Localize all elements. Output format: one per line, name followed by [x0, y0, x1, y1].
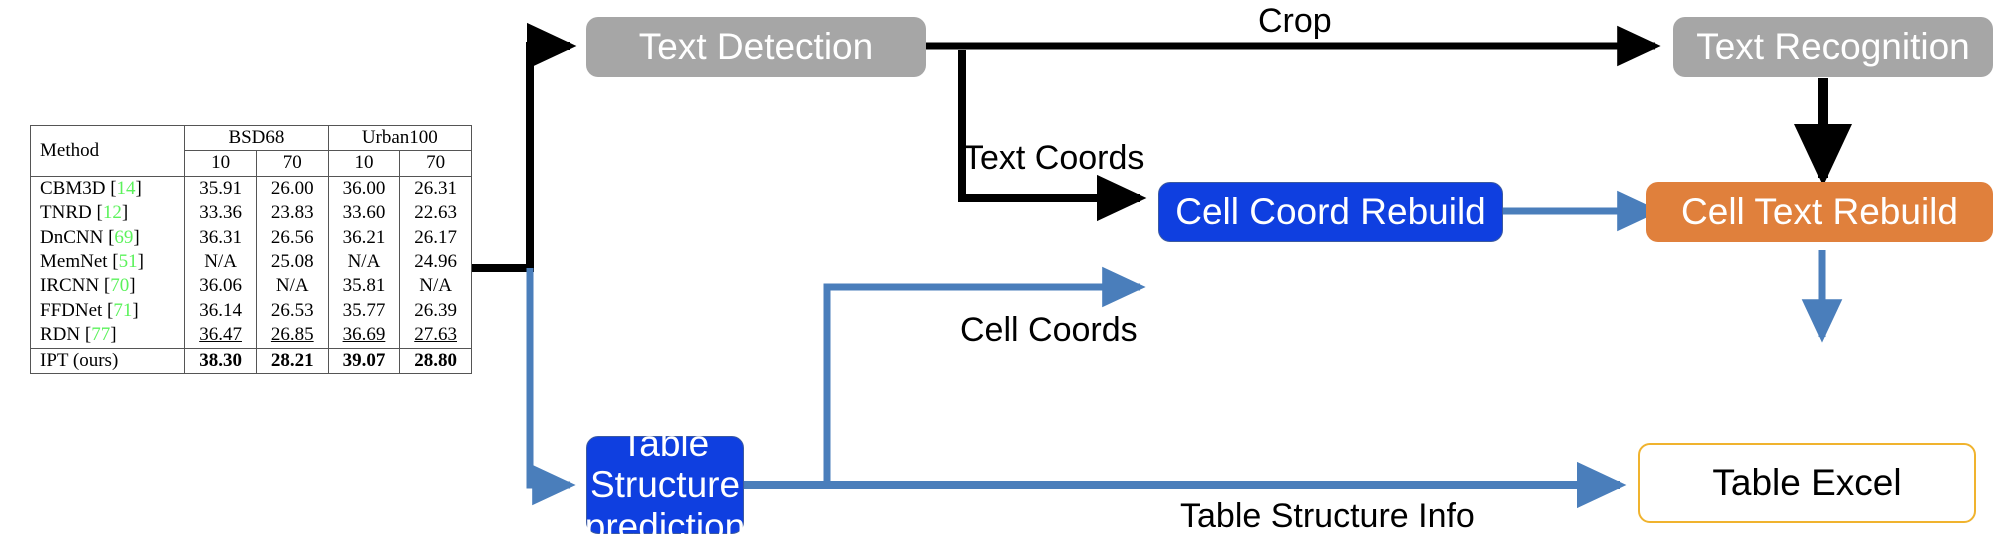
- table-cell-value: 33.36: [184, 201, 257, 226]
- node-table-excel-label: Table Excel: [1712, 462, 1902, 504]
- table-cell-method: TNRD [12]: [29, 201, 185, 226]
- node-text-recognition-label: Text Recognition: [1696, 26, 1970, 68]
- table-header-sigma: 10: [327, 150, 400, 177]
- table-cell-value: 28.80: [399, 348, 472, 375]
- table-cell-value: 36.31: [184, 225, 257, 251]
- table-cell-value: 26.17: [399, 225, 472, 251]
- table-cell-method: CBM3D [14]: [29, 175, 185, 202]
- table-header-group: BSD68: [184, 124, 329, 152]
- table-cell-value: 26.39: [399, 298, 472, 324]
- table-cell-value: 36.14: [184, 298, 257, 324]
- table-cell-value: 28.21: [255, 348, 329, 375]
- table-cell-method: DnCNN [69]: [29, 225, 185, 251]
- node-text-detection[interactable]: Text Detection: [586, 17, 926, 77]
- table-cell-method: RDN [77]: [29, 323, 185, 349]
- table-cell-method: IRCNN [70]: [29, 274, 185, 299]
- table-cell-value: 35.81: [327, 274, 400, 299]
- table-cell-value: 35.91: [184, 175, 257, 202]
- table-header-group: Urban100: [327, 124, 473, 152]
- table-cell-value: 25.08: [255, 250, 329, 275]
- table-cell-value: 36.47: [184, 323, 257, 349]
- node-table-structure-prediction[interactable]: Table Structure prediction: [585, 423, 745, 547]
- wire-table-to-text-detection: [472, 22, 577, 272]
- table-cell-value: 23.83: [255, 201, 329, 226]
- table-cell-value: N/A: [255, 274, 329, 299]
- table-header-method: Method: [29, 125, 185, 177]
- node-cell-text-rebuild[interactable]: Cell Text Rebuild: [1646, 182, 1993, 242]
- table-cell-value: N/A: [327, 250, 400, 275]
- table-cell-value: N/A: [184, 250, 257, 275]
- node-table-structure-prediction-line2: prediction: [584, 505, 746, 547]
- table-cell-value: 35.77: [327, 298, 400, 324]
- table-cell-value: 26.56: [255, 225, 329, 251]
- table-cell-value: 36.69: [327, 323, 400, 349]
- node-cell-text-rebuild-label: Cell Text Rebuild: [1681, 191, 1958, 233]
- table-cell-value: 26.53: [255, 298, 329, 324]
- table-header-sigma: 70: [255, 150, 329, 177]
- table-cell-value: 36.06: [184, 274, 257, 299]
- table-cell-method: IPT (ours): [29, 348, 185, 375]
- table-cell-value: 24.96: [399, 250, 472, 275]
- table-cell-value: 26.85: [255, 323, 329, 349]
- node-table-structure-prediction-line1: Table Structure: [589, 422, 741, 506]
- table-header-sigma: 70: [399, 150, 472, 177]
- table-header-sigma: 10: [184, 150, 257, 177]
- table-cell-value: 36.21: [327, 225, 400, 251]
- table-cell-value: N/A: [399, 274, 472, 299]
- table-cell-method: MemNet [51]: [29, 250, 185, 275]
- node-cell-coord-rebuild[interactable]: Cell Coord Rebuild: [1158, 182, 1503, 242]
- table-cell-value: 39.07: [327, 348, 400, 375]
- table-cell-value: 26.00: [255, 175, 329, 202]
- edge-label-table-structure-info: Table Structure Info: [1180, 497, 1475, 535]
- node-cell-coord-rebuild-label: Cell Coord Rebuild: [1175, 191, 1486, 233]
- node-table-excel[interactable]: Table Excel: [1638, 443, 1976, 523]
- table-cell-value: 33.60: [327, 201, 400, 226]
- wire-table-to-structure-prediction: [526, 268, 576, 506]
- table-cell-value: 36.00: [327, 175, 400, 202]
- edge-label-crop: Crop: [1258, 2, 1332, 40]
- edge-label-text-coords: Text Coords: [963, 139, 1145, 177]
- edge-label-cell-coords: Cell Coords: [960, 311, 1138, 349]
- table-cell-value: 26.31: [399, 175, 472, 202]
- table-cell-method: FFDNet [71]: [29, 298, 185, 324]
- node-text-detection-label: Text Detection: [638, 26, 874, 68]
- table-cell-value: 38.30: [184, 348, 257, 375]
- table-cell-value: 27.63: [399, 323, 472, 349]
- table-cell-value: 22.63: [399, 201, 472, 226]
- node-text-recognition[interactable]: Text Recognition: [1673, 17, 1993, 77]
